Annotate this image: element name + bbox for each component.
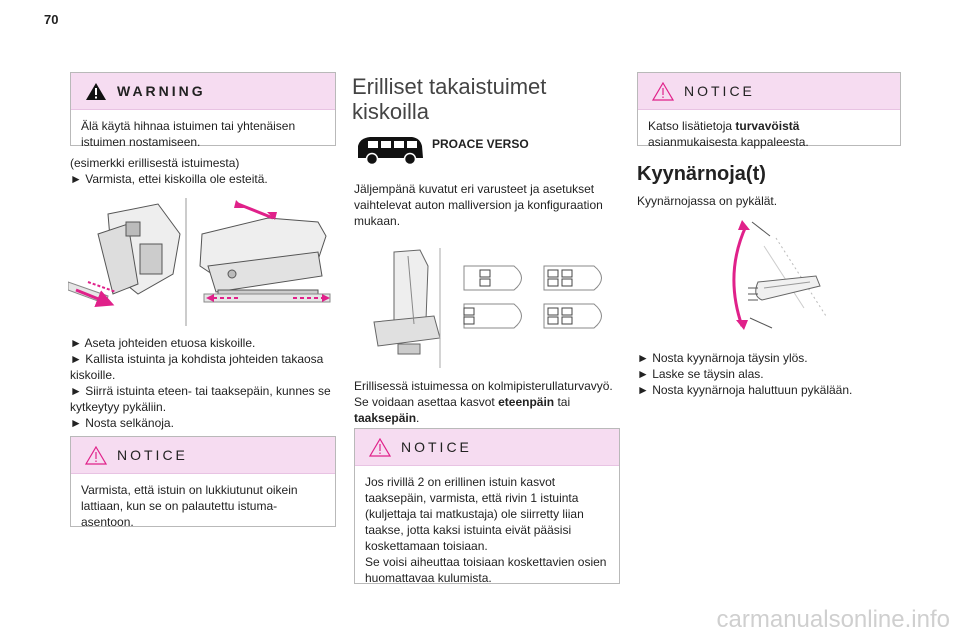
notice-icon — [652, 81, 674, 101]
notice-icon — [369, 437, 391, 457]
facing-backward: taaksepäin — [354, 411, 417, 425]
watermark: carmanualsonline.info — [716, 606, 950, 633]
notice-title-middle: NOTICE — [401, 439, 472, 455]
notice-text-middle-2: Se voisi aiheuttaa toisiaan koskettavien… — [365, 555, 607, 585]
folded-seat-drawing — [199, 217, 327, 299]
seat-layout-illustration — [373, 248, 602, 368]
notice-box-middle: NOTICE Jos rivillä 2 on erillinen istuin… — [354, 428, 620, 585]
layout-seat-marks — [463, 269, 573, 325]
notice-body-middle: Jos rivillä 2 on erillinen istuin kasvot… — [355, 466, 619, 594]
facing-prefix: Se voidaan asettaa kasvot — [354, 395, 499, 409]
seat-steps: ► Aseta johteiden etuosa kiskoille. ► Ka… — [70, 335, 342, 431]
armrest-intro: Kyynärnojassa on pykälät. — [637, 194, 778, 208]
section-title-seats: Erilliset takaistuimet kiskoilla — [352, 74, 622, 124]
notice-text-left: Varmista, että istuin on lukkiutunut oik… — [81, 483, 298, 529]
warning-box: WARNING Älä käytä hihnaa istuimen tai yh… — [70, 72, 336, 149]
example-note: (esimerkki erillisestä istuimesta) — [70, 156, 240, 170]
facing-suffix: . — [416, 411, 420, 425]
armrest-step-2: ► Laske se täysin alas. — [637, 367, 764, 381]
single-seat-drawing — [373, 249, 441, 355]
warning-icon — [86, 82, 106, 100]
seat-rail-illustration — [68, 198, 331, 326]
facing-forward: eteenpäin — [498, 395, 555, 409]
notice-box-left: NOTICE Varmista, että istuin on lukkiutu… — [70, 436, 336, 529]
facing-middle: tai — [554, 395, 571, 409]
step-3: ► Siirrä istuinta eteen- tai taaksepäin,… — [70, 384, 331, 414]
van-icon — [358, 137, 423, 166]
belt-text: Erillisessä istuimessa on kolmipisterull… — [354, 379, 613, 393]
page-number: 70 — [44, 12, 59, 27]
warning-box-header: WARNING — [71, 73, 335, 110]
tilted-seat-drawing — [97, 203, 181, 295]
model-label: PROACE VERSO — [432, 137, 529, 151]
notice-right-prefix: Katso lisätietoja — [648, 119, 736, 133]
section-title-line-1: Erilliset takaistuimet — [352, 74, 547, 99]
notice-box-middle-header: NOTICE — [355, 429, 619, 466]
notice-box-left-header: NOTICE — [71, 437, 335, 474]
notice-right-link: turvavöistä — [735, 119, 800, 133]
step-4: ► Nosta selkänoja. — [70, 416, 174, 430]
armrest-steps: ► Nosta kyynärnoja täysin ylös. ► Laske … — [637, 350, 901, 398]
notice-title-left: NOTICE — [117, 447, 188, 463]
armrest-step-1: ► Nosta kyynärnoja täysin ylös. — [637, 351, 808, 365]
notice-box-right: NOTICE Katso lisätietoja turvavöistä asi… — [637, 72, 901, 149]
armrest-step-3: ► Nosta kyynärnoja haluttuun pykälään. — [637, 383, 853, 397]
section-title-line-2: kiskoilla — [352, 99, 430, 124]
armrest-illustration — [732, 220, 827, 330]
section-title-armrest: Kyynärnoja(t) — [637, 163, 766, 185]
step-2: ► Kallista istuinta ja kohdista johteide… — [70, 352, 324, 382]
step-1: ► Aseta johteiden etuosa kiskoille. — [70, 336, 256, 350]
step-check-rails: ► Varmista, ettei kiskoilla ole esteitä. — [70, 172, 268, 186]
middle-intro: Jäljempänä kuvatut eri varusteet ja aset… — [354, 182, 603, 228]
notice-box-right-header: NOTICE — [638, 73, 900, 110]
warning-text: Älä käytä hihnaa istuimen tai yhtenäisen… — [81, 119, 296, 149]
notice-title-right: NOTICE — [684, 83, 755, 99]
notice-text-right: Katso lisätietoja turvavöistä asianmukai… — [638, 110, 900, 158]
van-layout-diagrams — [463, 265, 602, 329]
notice-icon — [85, 445, 107, 465]
warning-title: WARNING — [117, 83, 206, 99]
notice-text-middle-1: Jos rivillä 2 on erillinen istuin kasvot… — [365, 475, 584, 553]
facing-text: Se voidaan asettaa kasvot eteenpäin tai … — [354, 394, 614, 426]
notice-right-suffix: asianmukaisesta kappaleesta. — [648, 135, 809, 149]
